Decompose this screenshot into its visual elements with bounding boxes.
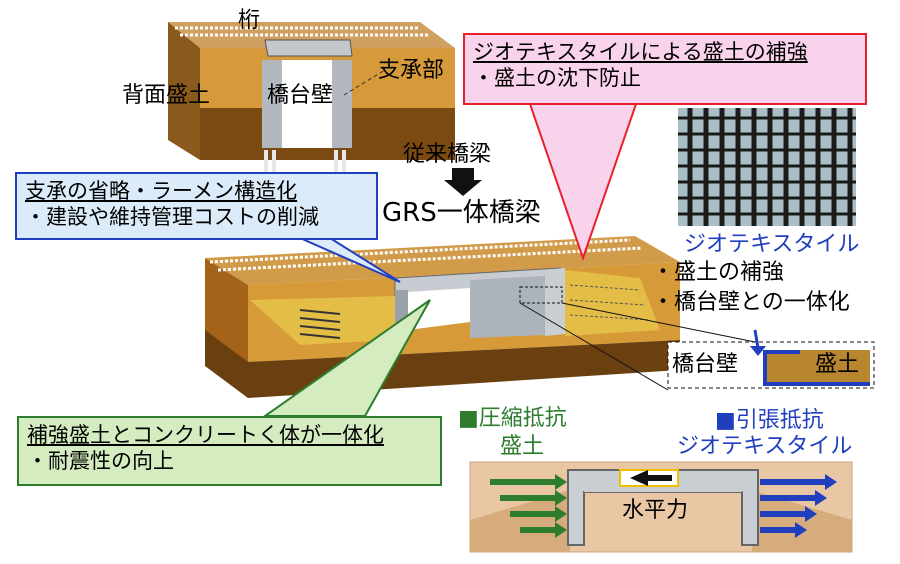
label-backfill: 背面盛土 (122, 83, 211, 108)
horizontal-force-label: 水平力 (622, 498, 689, 523)
callout-rigid-frame: 支承の省略・ラーメン構造化 ・建設や維持管理コストの削減 (15, 172, 378, 240)
geotextile-title: ジオテキスタイル (684, 232, 860, 257)
label-abutment: 橋台壁 (267, 83, 334, 108)
label-bearing: 支承部 (378, 58, 445, 83)
label-girder: 桁 (238, 8, 261, 33)
detail-abutment-label: 橋台壁 (672, 352, 739, 377)
geotextile-bullet-2: ・橋台壁との一体化 (652, 290, 850, 315)
tension-sub: ジオテキスタイル (677, 434, 853, 459)
compression-title: ■圧縮抵抗 (458, 406, 567, 431)
callout-integral: 補強盛土とコンクリートく体が一体化 ・耐震性の向上 (17, 416, 442, 486)
callout-rigid-title: 支承の省略・ラーメン構造化 (25, 179, 298, 203)
grs-bridge-model (205, 236, 761, 398)
label-conventional-bridge: 従来橋梁 (403, 142, 492, 167)
down-arrow-icon (444, 168, 482, 196)
geotextile-photo (678, 108, 856, 226)
tension-title: ■引張抵抗 (715, 408, 824, 433)
geotextile-bullet-1: ・盛土の補強 (652, 260, 785, 285)
detail-inset (667, 329, 875, 389)
callout-geotextile-reinforcement: ジオテキスタイルによる盛土の補強 ・盛土の沈下防止 (463, 33, 867, 105)
callout-geotextile-bullet: ・盛土の沈下防止 (473, 66, 641, 91)
callout-rigid-bullet: ・建設や維持管理コストの削減 (25, 205, 319, 230)
callout-red-pointer (528, 103, 638, 262)
compression-sub: 盛土 (500, 434, 545, 459)
callout-geotextile-title: ジオテキスタイルによる盛土の補強 (473, 40, 808, 64)
cross-section (469, 461, 853, 553)
callout-integral-bullet: ・耐震性の向上 (27, 449, 174, 474)
conventional-bridge-model (168, 22, 455, 175)
main-title: GRS一体橋梁 (382, 198, 541, 228)
detail-fill-label: 盛土 (815, 352, 860, 377)
callout-integral-title: 補強盛土とコンクリートく体が一体化 (27, 423, 384, 447)
